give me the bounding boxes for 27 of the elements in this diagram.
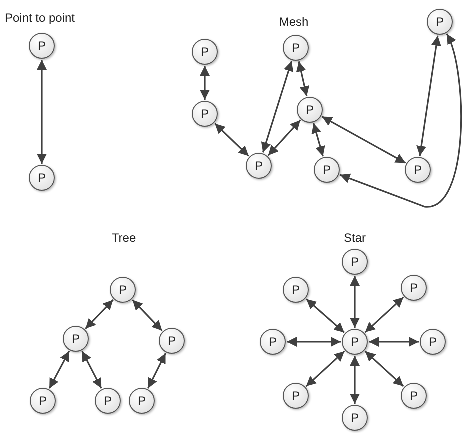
double-arrow	[268, 120, 302, 156]
double-arrow	[350, 276, 360, 328]
double-arrow	[200, 66, 210, 100]
double-arrow	[312, 123, 326, 157]
double-arrow	[416, 36, 442, 156]
double-arrow	[306, 350, 346, 388]
section-title: Tree	[112, 230, 136, 247]
double-arrow	[214, 123, 250, 157]
double-arrow	[85, 300, 114, 330]
double-arrow	[369, 337, 419, 347]
double-arrow	[132, 300, 163, 332]
double-arrow	[37, 60, 47, 164]
double-arrow	[350, 356, 360, 404]
double-arrow	[306, 298, 346, 334]
double-arrow	[82, 351, 102, 389]
double-arrow	[148, 353, 166, 389]
section-title: Star	[344, 230, 366, 247]
double-arrow	[48, 350, 70, 390]
double-arrow	[364, 350, 404, 388]
double-arrow	[287, 337, 341, 347]
section-title: Mesh	[279, 14, 309, 31]
double-arrow	[340, 34, 462, 208]
double-arrow	[296, 61, 310, 97]
double-arrow	[364, 296, 404, 334]
double-arrow	[322, 116, 406, 164]
section-title: Point to point	[4, 10, 76, 27]
double-arrow	[261, 61, 294, 153]
